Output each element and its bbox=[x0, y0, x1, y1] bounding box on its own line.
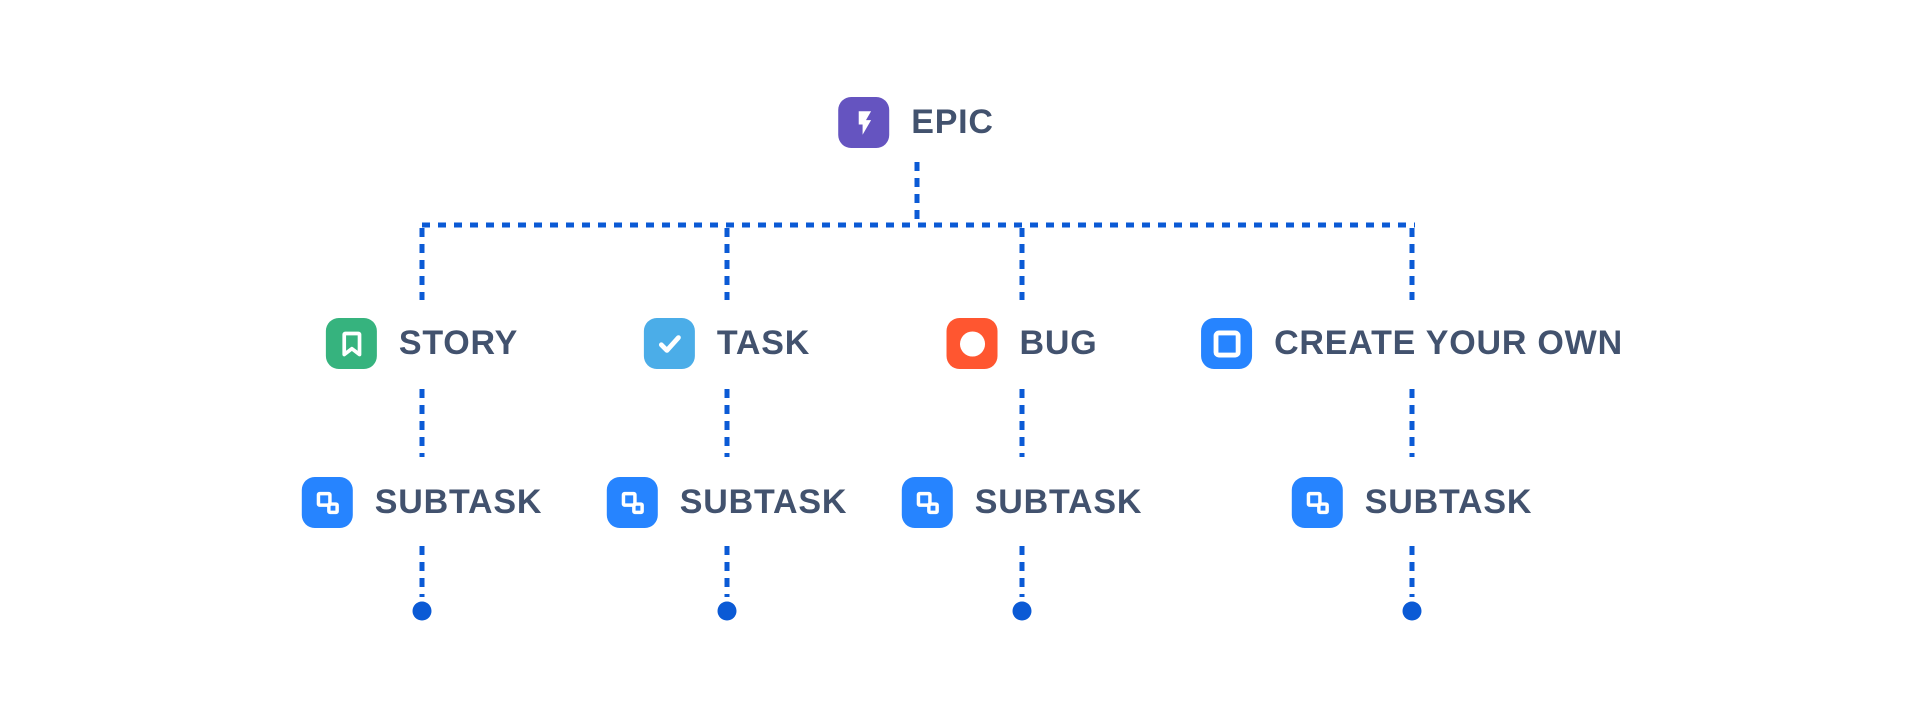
create-your-own-terminal-dot bbox=[1402, 601, 1422, 621]
create-your-own-issue-type-icon bbox=[1201, 318, 1253, 369]
node-bug: BUG bbox=[946, 318, 1098, 369]
subtask-squares-icon bbox=[316, 491, 339, 514]
subtask-squares-icon bbox=[1306, 491, 1329, 514]
node-story: STORY bbox=[325, 318, 519, 369]
subtask-squares-icon bbox=[621, 491, 644, 514]
story-label: STORY bbox=[398, 324, 519, 362]
task-label: TASK bbox=[716, 324, 811, 362]
square-outline-icon bbox=[1213, 330, 1241, 357]
node-subtask-story: SUBTASK bbox=[301, 477, 543, 528]
subtask-label: SUBTASK bbox=[374, 483, 543, 521]
bug-issue-type-icon bbox=[946, 318, 998, 369]
subtask-squares-icon bbox=[916, 491, 939, 514]
story-terminal-dot bbox=[412, 601, 432, 621]
bug-label: BUG bbox=[1019, 324, 1098, 362]
subtask-label: SUBTASK bbox=[1364, 483, 1533, 521]
node-task: TASK bbox=[643, 318, 811, 369]
node-subtask-task: SUBTASK bbox=[606, 477, 848, 528]
node-subtask-bug: SUBTASK bbox=[901, 477, 1143, 528]
filled-circle-icon bbox=[959, 330, 985, 357]
subtask-issue-type-icon bbox=[1291, 477, 1343, 528]
subtask-label: SUBTASK bbox=[679, 483, 848, 521]
checkmark-icon bbox=[658, 334, 681, 353]
node-create-your-own: CREATE YOUR OWN bbox=[1201, 318, 1623, 369]
task-terminal-dot bbox=[717, 601, 737, 621]
task-issue-type-icon bbox=[643, 318, 695, 369]
subtask-issue-type-icon bbox=[606, 477, 658, 528]
subtask-issue-type-icon bbox=[901, 477, 953, 528]
node-subtask-create-your-own: SUBTASK bbox=[1291, 477, 1533, 528]
epic-label: EPIC bbox=[911, 103, 994, 141]
node-epic: EPIC bbox=[838, 97, 994, 148]
create-your-own-label: CREATE YOUR OWN bbox=[1274, 324, 1623, 362]
subtask-issue-type-icon bbox=[301, 477, 353, 528]
lightning-bolt-icon bbox=[858, 110, 871, 135]
bug-terminal-dot bbox=[1012, 601, 1032, 621]
story-issue-type-icon bbox=[325, 318, 377, 369]
bookmark-icon bbox=[341, 331, 361, 356]
epic-issue-type-icon bbox=[838, 97, 890, 148]
subtask-label: SUBTASK bbox=[974, 483, 1143, 521]
